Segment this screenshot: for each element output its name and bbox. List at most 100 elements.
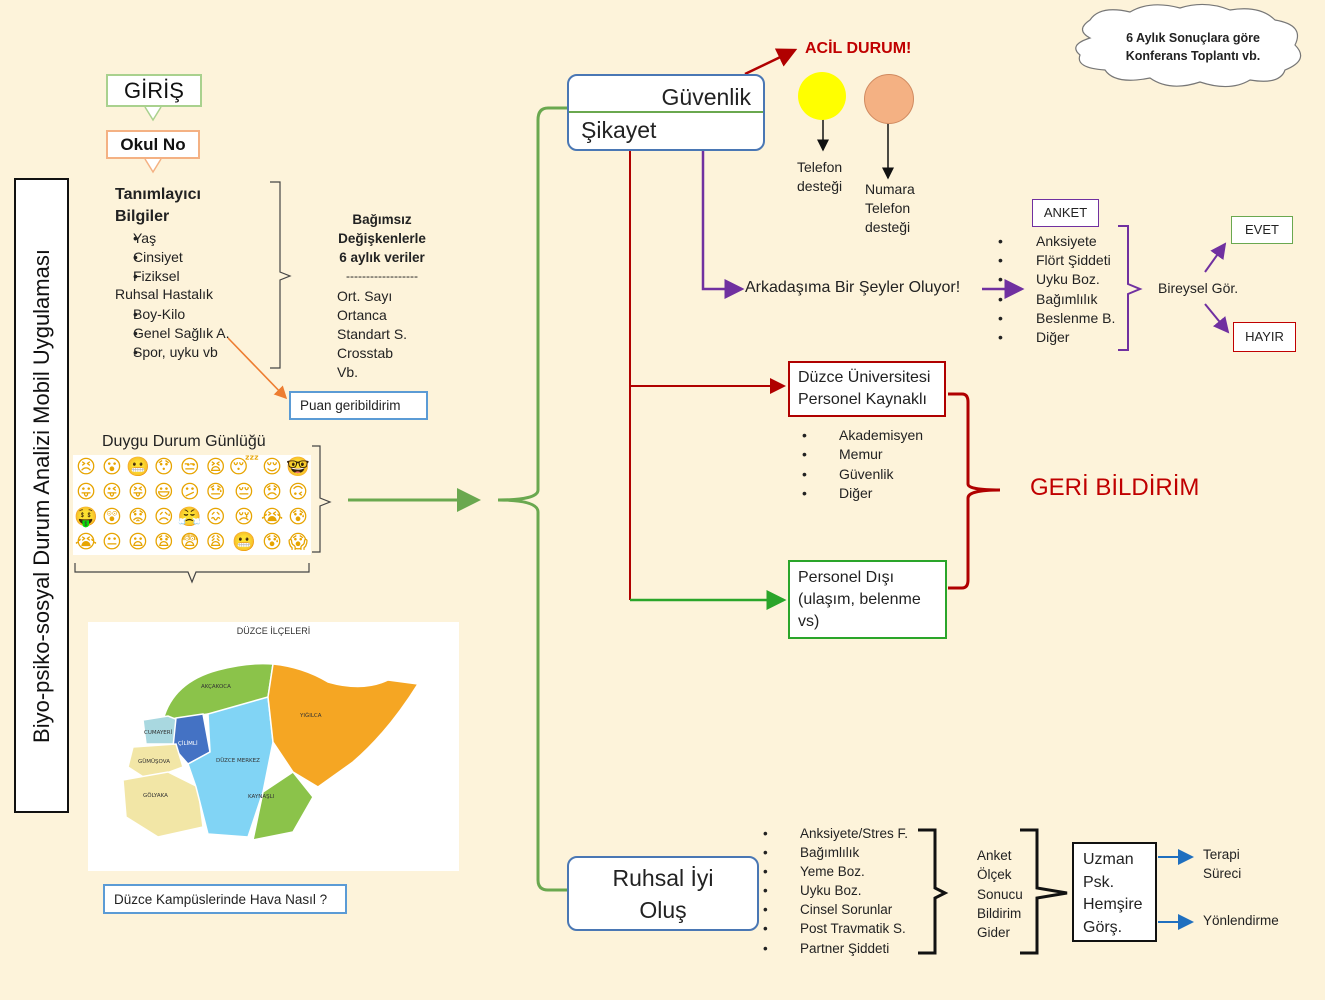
tanimlayici-title-2: Bilgiler	[115, 208, 170, 225]
uzman-box[interactable]: Uzman Psk. Hemşire Görş.	[1072, 842, 1157, 942]
giris-box[interactable]: GİRİŞ	[106, 74, 202, 107]
evet-label: EVET	[1245, 222, 1279, 237]
emoji-icon[interactable]: 😧	[153, 531, 174, 553]
guvenlik-sikayet-box[interactable]: Güvenlik Şikayet	[567, 74, 765, 151]
district-kaynasli	[252, 770, 314, 841]
emoji-icon[interactable]: 😓	[205, 481, 226, 503]
map-label: KAYNAŞLI	[248, 794, 275, 800]
uzman-line: Uzman	[1083, 851, 1134, 868]
emoji-icon[interactable]: 😰	[262, 531, 282, 553]
emoji-icon[interactable]: 😌	[262, 456, 282, 478]
orange-circle[interactable]	[864, 74, 914, 124]
ruhsal-list: •Anksiyete/Stres F. •Bağımlılık •Yeme Bo…	[763, 824, 908, 958]
emoji-grid[interactable]: 😣😮😬😯😒😫😴😌🤓😛😜😝😃😕😓😔😞🙃🤑😲😟😥😤😖😢😭😰😭😐😦😧😨😩😬😰😱	[73, 455, 311, 555]
divider	[569, 111, 763, 113]
emoji-icon[interactable]: 😕	[179, 481, 200, 503]
bireysel-label: Bireysel Gör.	[1158, 280, 1239, 296]
bagimsiz-line: 6 aylık veriler	[339, 250, 425, 265]
emoji-icon[interactable]: 😭	[260, 506, 284, 528]
list-item: •Uyku Boz.	[998, 271, 1100, 288]
list-item: •Diğer	[998, 329, 1070, 346]
emoji-icon[interactable]: 😭	[74, 531, 98, 553]
list-item: Fiziksel	[115, 267, 183, 286]
duzce-uni-box[interactable]: Düzce Üniversitesi Personel Kaynaklı	[788, 361, 946, 417]
arkadas-label[interactable]: Arkadaşıma Bir Şeyler Oluyor!	[745, 279, 961, 296]
personel-disi-line: Personel Dışı	[798, 569, 895, 586]
emoji-icon[interactable]: 😖	[205, 506, 226, 528]
tanimlayici-list-2: Boy-Kilo Genel Sağlık A. Spor, uyku vb	[115, 305, 230, 362]
yellow-circle[interactable]	[798, 72, 846, 120]
cloud-shape	[1075, 3, 1302, 88]
list-item: Yaş	[115, 229, 183, 248]
duygu-title: Duygu Durum Günlüğü	[102, 433, 266, 450]
map-title: DÜZCE İLÇELERİ	[236, 626, 311, 636]
okul-no-label: Okul No	[120, 135, 186, 154]
anket-box[interactable]: ANKET	[1032, 199, 1099, 227]
emoji-icon[interactable]: 😯	[153, 456, 174, 478]
emoji-icon[interactable]: 😣	[76, 456, 96, 478]
tanimlayici-list: Yaş Cinsiyet Fiziksel	[115, 229, 183, 286]
emoji-icon[interactable]: 😒	[179, 456, 200, 478]
list-item: Spor, uyku vb	[115, 343, 230, 362]
emoji-icon[interactable]: 😬	[126, 456, 150, 478]
emoji-icon[interactable]: 😱	[288, 531, 308, 553]
emoji-icon[interactable]: 🙃	[288, 481, 308, 503]
emoji-icon[interactable]: 😬	[232, 531, 256, 553]
uzman-line: Hemşire	[1083, 896, 1143, 913]
list-item: •Güvenlik	[802, 465, 894, 482]
ruhsal-box[interactable]: Ruhsal İyi Oluş	[567, 856, 759, 931]
emoji-icon[interactable]: 😃	[153, 481, 174, 503]
emoji-icon[interactable]: 😰	[288, 506, 308, 528]
personel-disi-box[interactable]: Personel Dışı (ulaşım, belenme vs)	[788, 560, 947, 639]
personel-disi-line: vs)	[798, 613, 820, 630]
emoji-icon[interactable]: 😞	[262, 481, 282, 503]
list-item: •Beslenme B.	[998, 309, 1116, 326]
okul-no-box[interactable]: Okul No	[106, 130, 200, 159]
map-label: YIĞILCA	[299, 712, 322, 719]
puan-label: Puan geribildirim	[300, 398, 401, 413]
puan-box[interactable]: Puan geribildirim	[289, 391, 428, 420]
emoji-icon[interactable]: 😛	[76, 481, 96, 503]
emoji-icon[interactable]: 🤑	[74, 506, 98, 528]
emoji-icon[interactable]: 😩	[205, 531, 226, 553]
ruhsal-line: Oluş	[639, 897, 687, 923]
list-item: •Diğer	[802, 484, 873, 501]
geri-bildirim: GERİ BİLDİRİM	[1030, 474, 1200, 501]
list-item: •Bağımlılık	[763, 845, 860, 861]
emoji-icon[interactable]: 😫	[205, 456, 226, 478]
emoji-icon[interactable]: 😮	[102, 456, 122, 478]
emoji-icon[interactable]: 😝	[127, 481, 148, 503]
district-yigilca	[267, 663, 420, 788]
evet-box[interactable]: EVET	[1231, 216, 1293, 244]
map-label: GÖLYAKA	[143, 792, 168, 799]
emoji-icon[interactable]: 😴	[228, 456, 260, 478]
list-item: •Post Travmatik S.	[763, 921, 906, 937]
emoji-icon[interactable]: 😦	[127, 531, 148, 553]
side-title-box: Biyo-psiko-sosyal Durum Analizi Mobil Uy…	[14, 178, 69, 813]
emoji-icon[interactable]: 😲	[102, 506, 122, 528]
stat-item: Ortanca	[337, 307, 387, 323]
list-item: •Memur	[802, 446, 883, 463]
emoji-icon[interactable]: 😟	[127, 506, 148, 528]
stat-item: Crosstab	[337, 345, 394, 361]
emoji-icon[interactable]: 😥	[153, 506, 174, 528]
emoji-icon[interactable]: 😤	[177, 506, 202, 528]
emoji-icon[interactable]: 😜	[102, 481, 122, 503]
emoji-icon[interactable]: 😨	[179, 531, 200, 553]
emoji-icon[interactable]: 🤓	[286, 456, 310, 478]
emoji-icon[interactable]: 😐	[102, 531, 122, 553]
hava-box[interactable]: Düzce Kampüslerinde Hava Nasıl ?	[103, 884, 347, 914]
personel-disi-line: (ulaşım, belenme	[798, 591, 921, 608]
sikayet-label: Şikayet	[581, 117, 657, 143]
list-item: Boy-Kilo	[115, 305, 230, 324]
hayir-box[interactable]: HAYIR	[1233, 322, 1296, 352]
tanimlayici-title: Tanımlayıcı Bilgiler	[115, 184, 201, 228]
emoji-icon[interactable]: 😢	[233, 506, 254, 528]
tanimlayici-title-1: Tanımlayıcı	[115, 186, 201, 203]
emoji-icon[interactable]: 😔	[233, 481, 254, 503]
